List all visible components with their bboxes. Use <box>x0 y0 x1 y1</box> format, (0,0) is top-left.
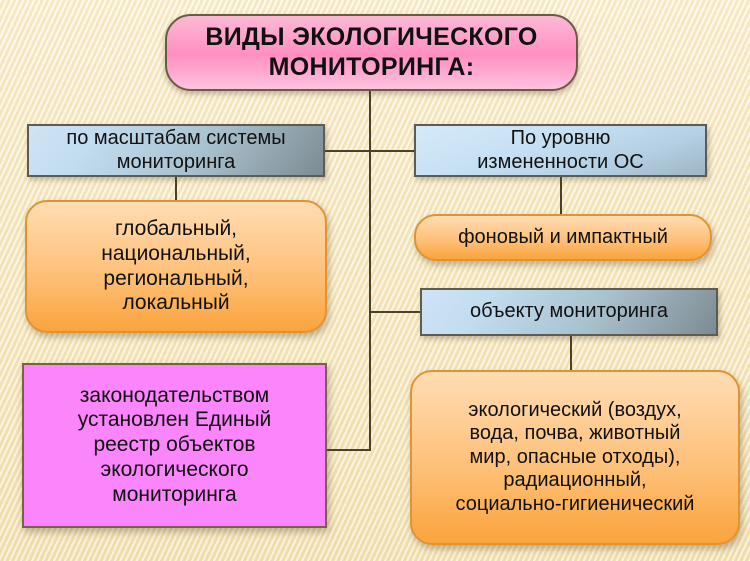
connector-scale-to-values <box>175 177 177 201</box>
node-law-line-1: законодательством <box>79 383 270 407</box>
connector-level-to-values <box>560 177 562 215</box>
node-scale-values: глобальный, национальный, региональный, … <box>25 200 327 333</box>
node-object-value-1: экологический (воздух, <box>468 398 682 421</box>
node-object-line-1: объекту мониторинга <box>470 300 668 323</box>
connector-to-scale-box <box>325 150 370 152</box>
node-level-values: фоновый и импактный <box>414 214 712 261</box>
node-law-line-5: мониторинга <box>112 482 237 506</box>
node-level-value-1: фоновый и импактный <box>458 225 668 248</box>
node-scale-value-2: национальный, <box>101 241 251 265</box>
node-object-value-5: социально-гигиенический <box>455 492 695 515</box>
node-object-value-2: вода, почва, животный <box>469 422 681 445</box>
node-scale-line-2: мониторинга <box>116 150 236 173</box>
connector-object-to-values <box>570 336 572 371</box>
connector-to-object-box <box>370 311 421 313</box>
node-object-value-4: радиационный, <box>503 469 647 492</box>
connector-to-level-box <box>370 150 415 152</box>
diagram-title-box: ВИДЫ ЭКОЛОГИЧЕСКОГО МОНИТОРИНГА: <box>165 14 578 91</box>
connector-title-trunk <box>369 91 371 451</box>
diagram-title-line-2: МОНИТОРИНГА: <box>268 52 475 81</box>
node-law-line-3: реестр объектов <box>93 433 256 457</box>
node-level-line-1: По уровню <box>510 126 611 149</box>
diagram-title-line-1: ВИДЫ ЭКОЛОГИЧЕСКОГО <box>205 23 538 51</box>
node-object-values: экологический (воздух, вода, почва, живо… <box>410 370 740 545</box>
node-monitoring-object: объекту мониторинга <box>420 288 718 336</box>
node-scale-value-3: региональный, <box>103 266 249 290</box>
node-level-of-environment-change: По уровню измененности ОС <box>414 124 707 177</box>
node-law-line-4: экологического <box>100 457 249 481</box>
node-law-line-2: установлен Единый <box>77 408 272 432</box>
node-object-value-3: мир, опасные отходы), <box>469 445 681 468</box>
node-scale-of-monitoring-system: по масштабам системы мониторинга <box>27 124 325 177</box>
node-scale-value-1: глобальный, <box>114 216 238 240</box>
node-legislation-registry: законодательством установлен Единый реес… <box>22 363 327 528</box>
node-level-line-2: измененности ОС <box>477 150 644 173</box>
node-scale-line-1: по масштабам системы <box>66 126 286 149</box>
node-scale-value-4: локальный <box>122 291 230 315</box>
